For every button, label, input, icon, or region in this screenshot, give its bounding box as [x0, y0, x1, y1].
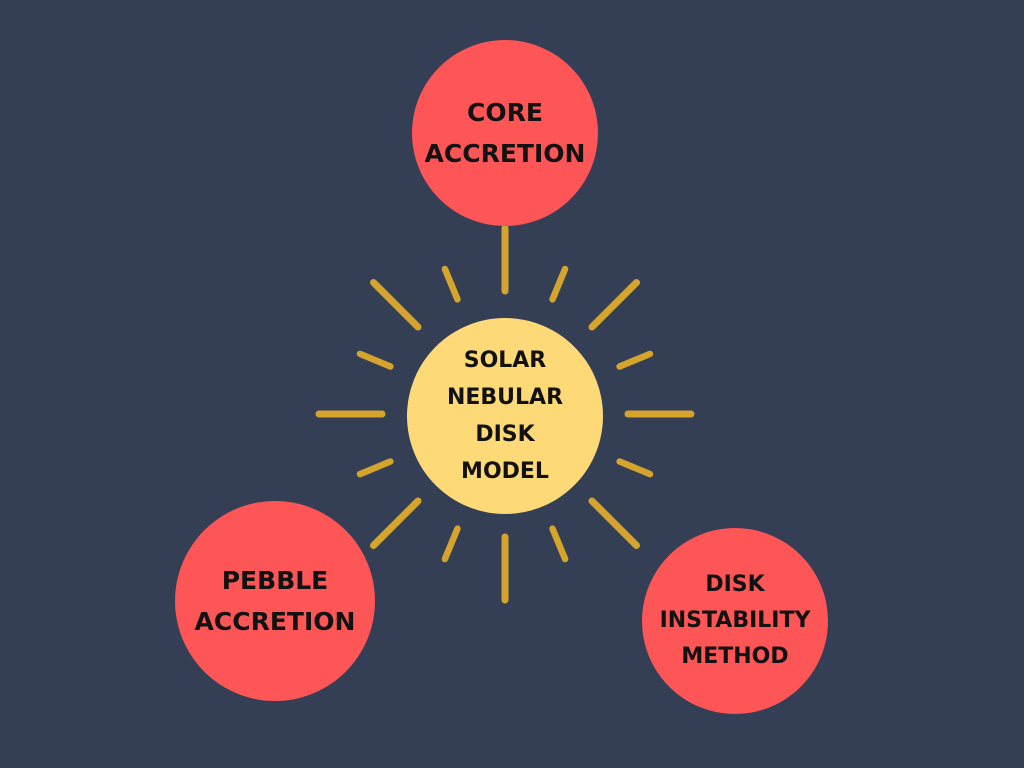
sun-ray [370, 279, 422, 331]
sun-ray [370, 497, 422, 549]
node-core-accretion-label: CORE ACCRETION [424, 98, 586, 168]
sun-ray [588, 497, 640, 549]
node-pebble-accretion-label: PEBBLE ACCRETION [194, 566, 356, 636]
sun-ray [588, 279, 640, 331]
sun-ray [441, 525, 461, 563]
sun-ray [549, 265, 569, 303]
sun-ray [356, 350, 394, 370]
center-node-solar-nebular-disk-model: SOLAR NEBULAR DISK MODEL [407, 318, 603, 514]
node-pebble-accretion: PEBBLE ACCRETION [175, 501, 375, 701]
node-disk-instability-method: DISK INSTABILITY METHOD [642, 528, 828, 714]
center-node-label: SOLAR NEBULAR DISK MODEL [446, 348, 564, 484]
sun-ray [441, 265, 461, 303]
sun-ray [549, 525, 569, 563]
sun-ray [616, 458, 654, 478]
sun-ray [356, 458, 394, 478]
node-disk-instability-method-label: DISK INSTABILITY METHOD [659, 572, 811, 669]
sun-ray [616, 350, 654, 370]
node-core-accretion: CORE ACCRETION [412, 40, 598, 226]
